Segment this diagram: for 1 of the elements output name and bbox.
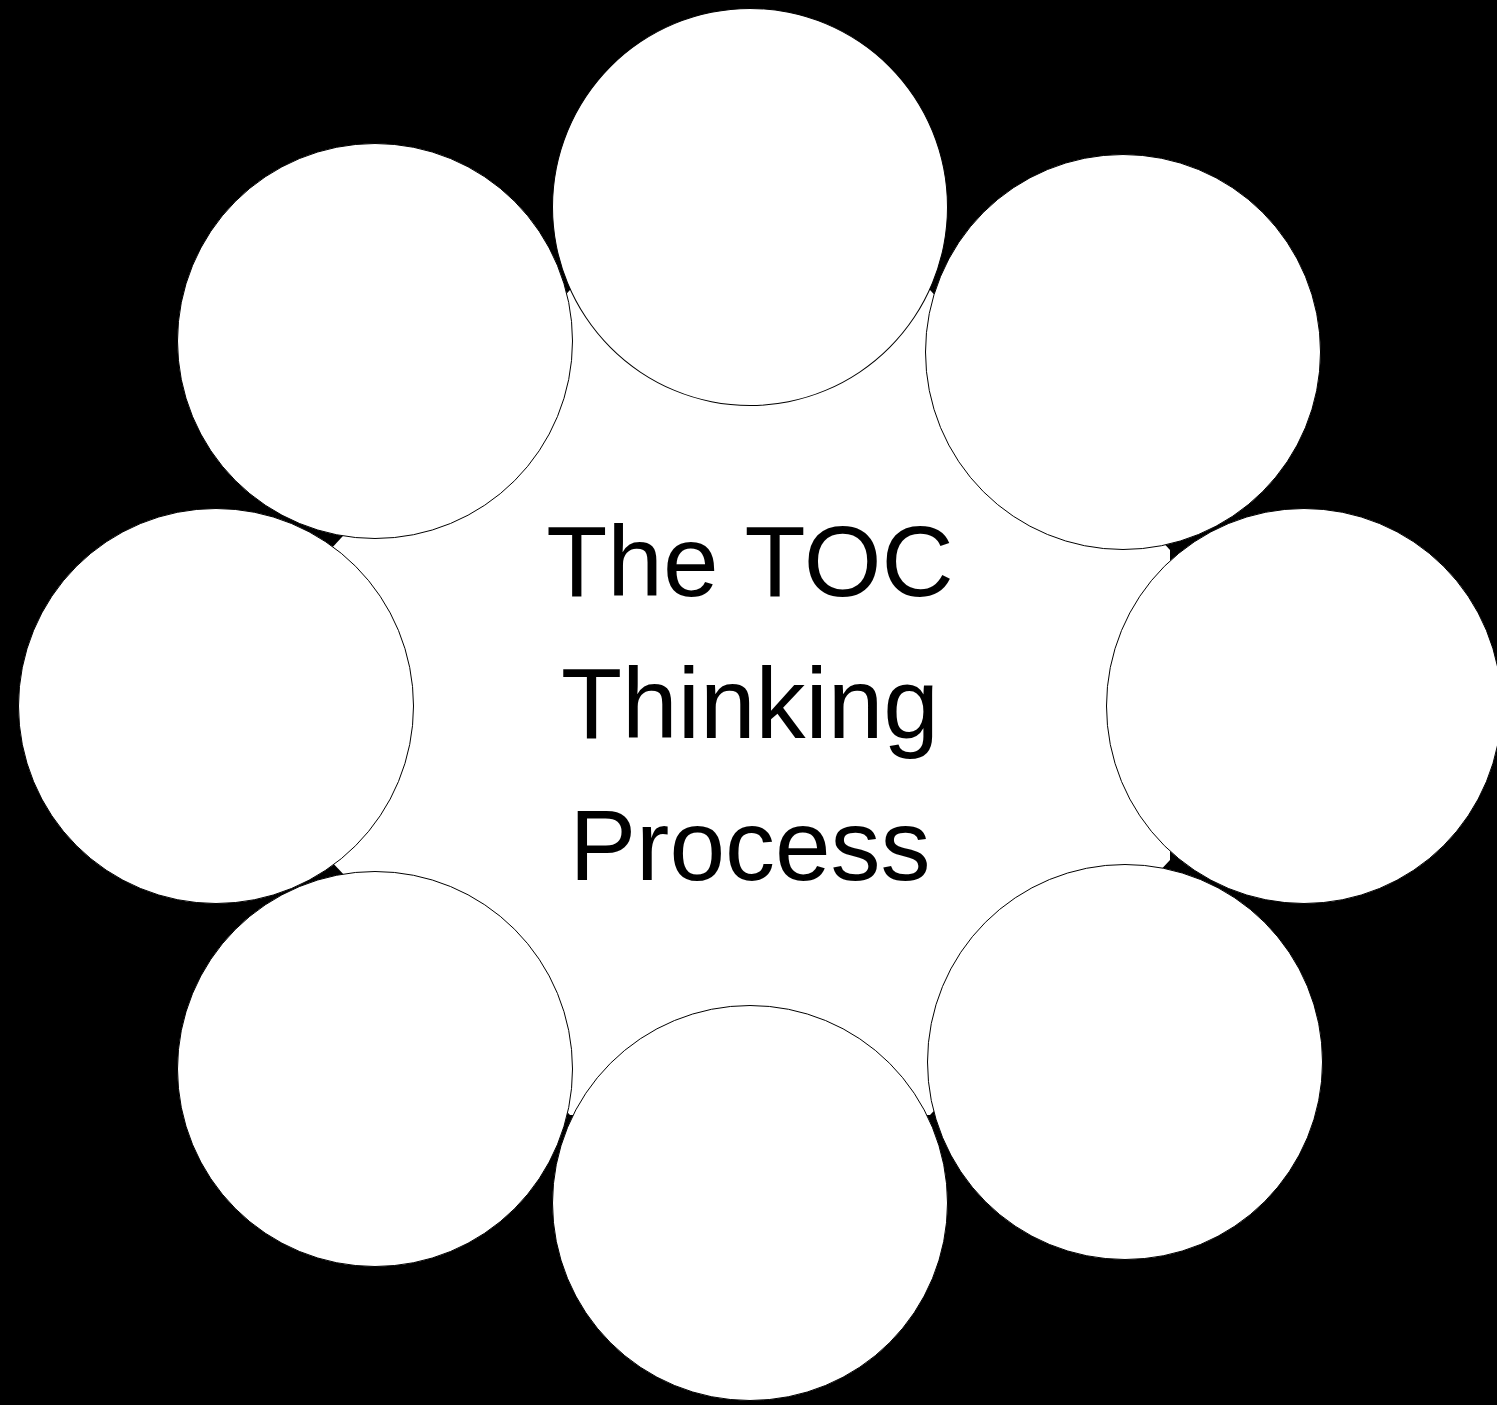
center-label: The TOC Thinking Process: [545, 503, 955, 903]
